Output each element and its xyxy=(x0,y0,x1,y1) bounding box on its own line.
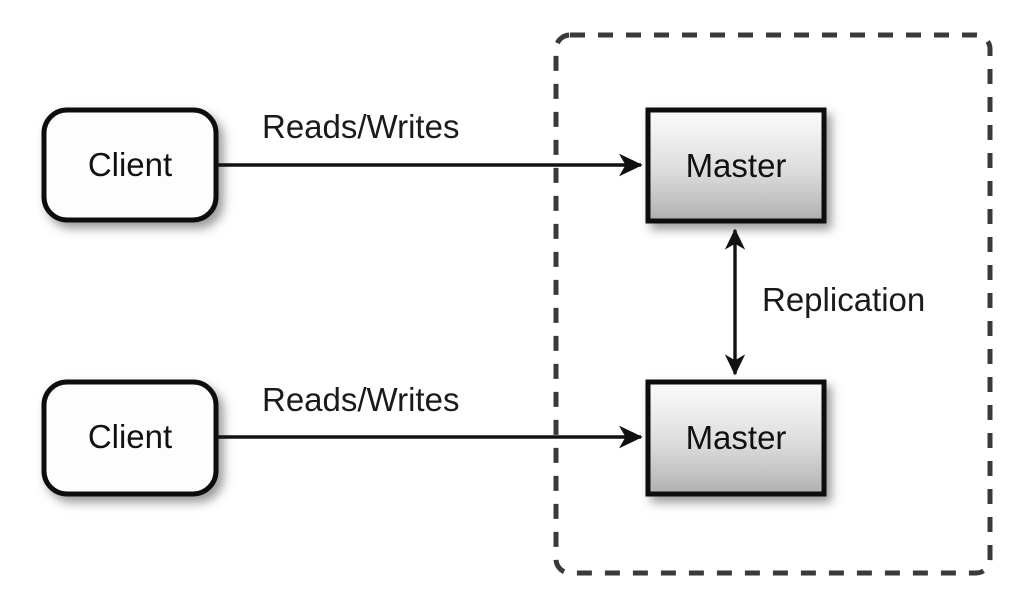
replication-cluster-boundary xyxy=(553,32,993,576)
node-client-2-label: Client xyxy=(87,418,173,455)
node-master-2[interactable] xyxy=(645,379,827,497)
edge-label-reads-writes-1: Reads/Writes xyxy=(262,108,460,145)
node-master-1[interactable] xyxy=(645,107,827,224)
master-1-shape xyxy=(645,107,827,224)
master-2-shape xyxy=(645,379,827,497)
node-master-2-label: Master xyxy=(685,418,787,456)
edge-label-reads-writes-2: Reads/Writes xyxy=(262,381,460,418)
node-master-1-label: Master xyxy=(685,146,787,184)
node-client-1-label: Client xyxy=(87,146,173,183)
edge-label-replication: Replication xyxy=(762,281,926,318)
